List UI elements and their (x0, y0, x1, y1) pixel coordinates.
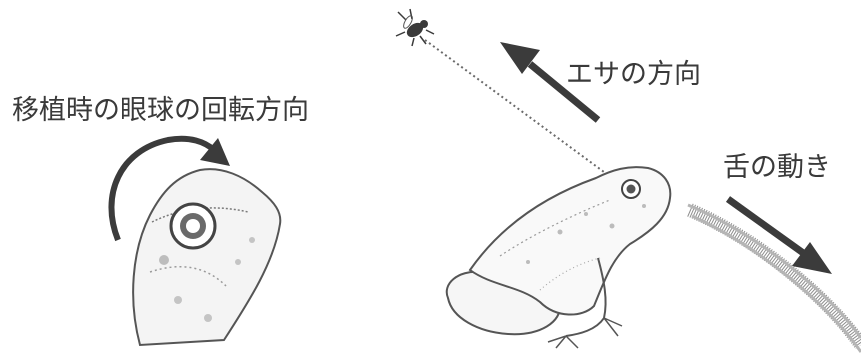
food-direction-arrow (500, 42, 601, 123)
frog-head-icon (132, 168, 282, 347)
tongue-stroke (687, 203, 861, 349)
rotation-arrow (108, 135, 230, 242)
rotation-direction-label: 移植時の眼球の回転方向 (12, 95, 309, 126)
fly-icon (395, 8, 435, 47)
tongue-motion-label: 舌の動き (723, 152, 831, 183)
tongue-motion-arrow (725, 196, 832, 274)
frog-body-icon (445, 166, 672, 349)
food-direction-label: エサの方向 (566, 59, 701, 90)
line-of-sight (424, 39, 605, 173)
